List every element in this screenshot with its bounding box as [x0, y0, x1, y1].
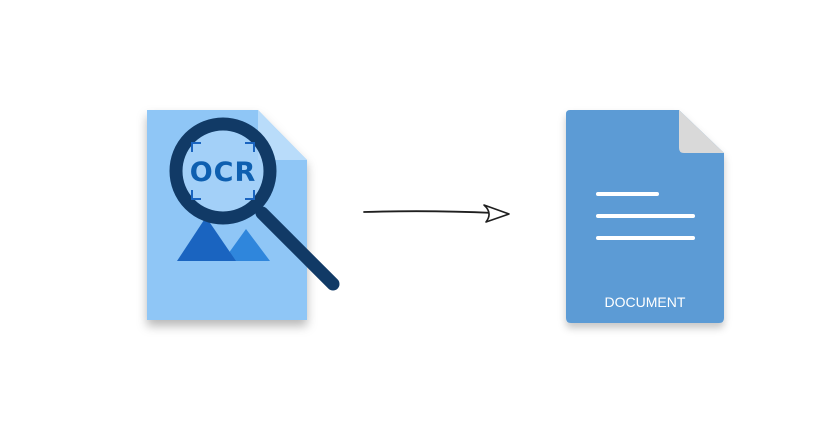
arrow-head	[483, 204, 510, 223]
document-text-lines-icon	[596, 192, 695, 240]
magnifier-rim	[169, 117, 277, 225]
magnifier-lens	[176, 124, 270, 218]
image-mountain-icon	[177, 217, 270, 261]
magnifier-handle	[255, 206, 340, 291]
document-file-fold	[679, 110, 724, 153]
magnifying-glass-icon: OCR	[169, 117, 340, 291]
arrow-shaft	[363, 210, 495, 214]
mountain-front	[177, 217, 236, 261]
scan-frame-icon	[191, 142, 255, 200]
document-file-icon: DOCUMENT	[566, 110, 724, 323]
scan-image-file-icon: OCR	[147, 110, 340, 320]
arrow-right-icon	[363, 204, 510, 223]
ocr-badge-text: OCR	[190, 157, 257, 188]
document-label: DOCUMENT	[605, 294, 686, 310]
mountain-back	[223, 229, 270, 261]
